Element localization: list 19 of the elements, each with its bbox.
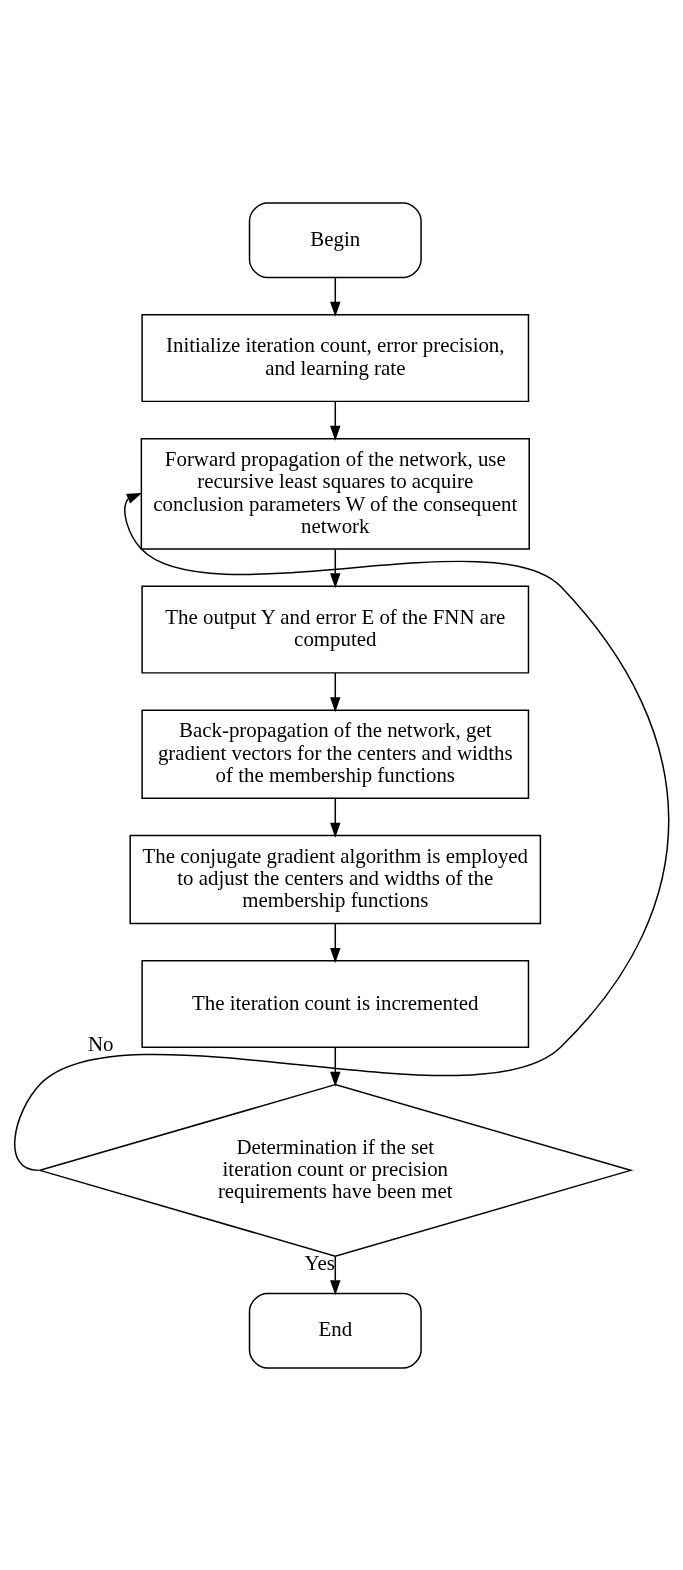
arrow xyxy=(330,1046,341,1087)
node-box: Back-propagation of the network, get gradient vectors for the centers and widths of the membership functions xyxy=(141,708,530,799)
edge-label: No xyxy=(87,1031,114,1056)
node-box: Forward propagation of the network, use recursive least squares to acquire conclusion parameters W of the consequent network xyxy=(140,437,530,550)
arrow xyxy=(330,797,341,838)
node-box: The output Y and error E of the FNN are computed xyxy=(141,585,530,674)
node-diamond: Determination if the set iteration count or precision requirements have been met xyxy=(37,1083,634,1257)
arrow xyxy=(330,276,341,317)
node-box: Initialize iteration count, error precision, and learning rate xyxy=(141,313,530,402)
arrow xyxy=(330,922,341,963)
arrow xyxy=(330,671,341,712)
node-box: The conjugate gradient algorithm is employed to adjust the centers and widths of the membership functions xyxy=(129,834,542,924)
node-box: End xyxy=(248,1292,422,1369)
node-box: The iteration count is incremented xyxy=(141,959,530,1048)
arrow xyxy=(330,400,341,441)
node-box: Begin xyxy=(248,201,422,278)
arrow xyxy=(14,492,670,1171)
arrow xyxy=(330,548,341,588)
arrow xyxy=(330,1255,341,1295)
